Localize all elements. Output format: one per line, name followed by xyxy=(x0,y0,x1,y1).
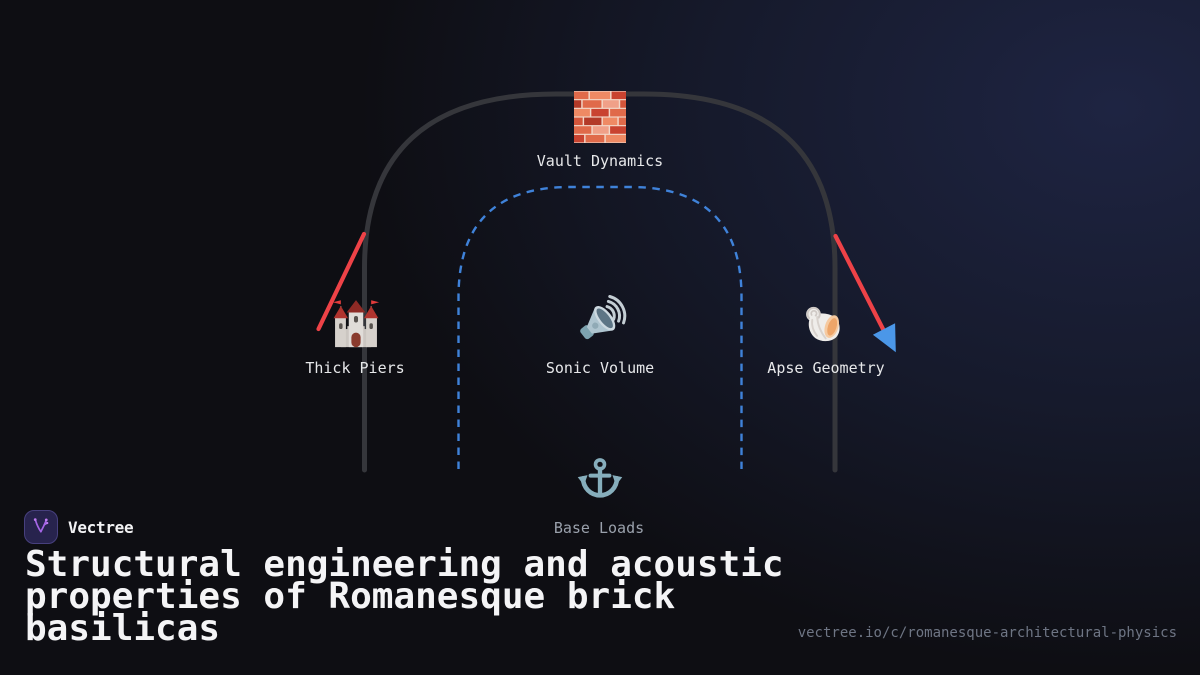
brand-row: Vectree xyxy=(24,510,134,544)
brand-name: Vectree xyxy=(68,517,134,537)
seashell-icon xyxy=(801,299,849,351)
page-title: Structural engineering and acoustic prop… xyxy=(25,544,784,649)
castle-icon xyxy=(330,298,382,354)
vectree-logo-icon xyxy=(24,510,58,544)
right-thrust-line xyxy=(833,233,887,334)
force-arrow-head xyxy=(872,323,896,353)
sonic-volume-label: Sonic Volume xyxy=(545,359,655,377)
acoustic-dashed-arch xyxy=(457,185,743,469)
vault-dynamics-label: Vault Dynamics xyxy=(536,152,664,170)
thick-piers-label: Thick Piers xyxy=(305,359,405,377)
brick-wall-icon xyxy=(574,91,626,147)
outer-arch-outline xyxy=(362,91,838,473)
footer-url: vectree.io/c/romanesque-architectural-ph… xyxy=(797,625,1177,641)
loudspeaker-icon xyxy=(573,295,627,353)
apse-geometry-label: Apse Geometry xyxy=(767,359,885,377)
left-thrust-line xyxy=(316,231,367,332)
anchor-icon xyxy=(574,456,626,512)
base-loads-label: Base Loads xyxy=(553,519,645,537)
